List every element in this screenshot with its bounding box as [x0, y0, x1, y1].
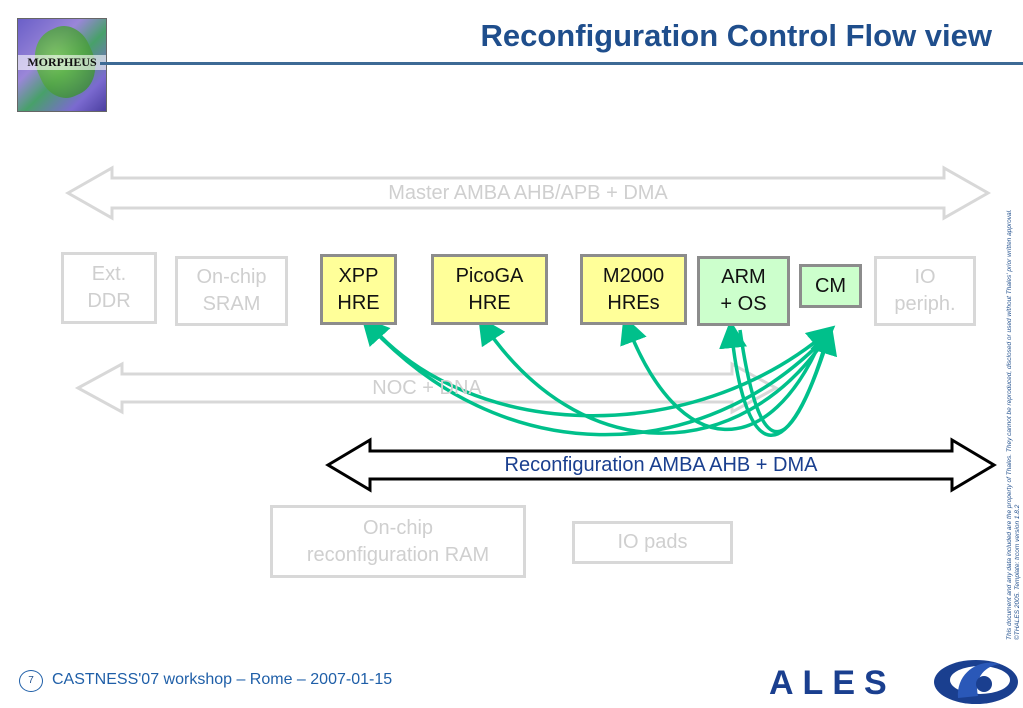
reconf-bus-label: Reconfiguration AMBA AHB + DMA — [504, 454, 818, 476]
m2000-hres-label: M2000 HREs — [602, 264, 665, 314]
arm-os-block: ARM + OS — [697, 256, 790, 326]
ext-ddr-label: Ext. DDR — [87, 263, 131, 312]
flow-cm-to-xpp — [361, 316, 830, 437]
morpheus-logo: MORPHEUS — [17, 18, 107, 112]
page-title: Reconfiguration Control Flow view — [480, 18, 993, 53]
copyright-note: This document and any data included are … — [1006, 200, 1021, 640]
footer-text: CASTNESS'07 workshop – Rome – 2007-01-15 — [52, 671, 393, 688]
io-pads-block: IO pads — [572, 521, 733, 564]
onchip-sram-block: On-chip SRAM — [175, 256, 288, 326]
io-pads-label: IO pads — [617, 531, 688, 553]
ales-wordmark: ALES — [769, 664, 896, 702]
copyright-text: This document and any data included are … — [1006, 209, 1021, 640]
flow-cm-to-picoga — [478, 316, 828, 435]
m2000-hres-block: M2000 HREs — [580, 254, 687, 325]
xpp-hre-block: XPP HRE — [320, 254, 397, 325]
title-divider — [100, 62, 1023, 65]
onchip-sram-label: On-chip SRAM — [196, 266, 267, 315]
noc-bus-arrow — [74, 361, 780, 415]
picoga-hre-label: PicoGA HRE — [455, 264, 524, 314]
cm-block: CM — [799, 264, 862, 308]
io-periph-label: IO periph. — [894, 266, 956, 315]
page-number: 7 — [19, 670, 43, 692]
ext-ddr-block: Ext. DDR — [61, 252, 157, 324]
flow-xpp-to-cm — [368, 323, 836, 418]
master-bus-label: Master AMBA AHB/APB + DMA — [388, 182, 668, 204]
xpp-hre-label: XPP HRE — [337, 264, 380, 314]
noc-bus-label: NOC + DNA — [372, 377, 482, 399]
cm-label: CM — [814, 274, 847, 297]
reconf-ram-block: On-chip reconfiguration RAM — [270, 505, 526, 578]
logo-text: MORPHEUS — [18, 55, 106, 70]
ales-logo-icon — [934, 660, 1018, 704]
flow-cm-to-m2000 — [620, 315, 824, 432]
reconf-bus-arrow — [325, 437, 997, 493]
io-periph-block: IO periph. — [874, 256, 976, 326]
reconf-ram-label: On-chip reconfiguration RAM — [306, 516, 490, 566]
arm-os-label: ARM + OS — [720, 266, 767, 315]
picoga-hre-block: PicoGA HRE — [431, 254, 548, 325]
flow-arm-to-cm — [738, 326, 838, 434]
master-bus-arrow — [64, 165, 992, 221]
